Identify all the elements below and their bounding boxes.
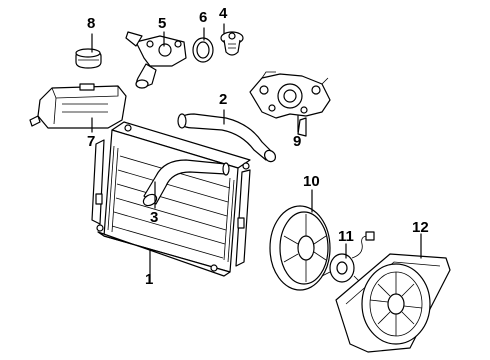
part-1-radiator	[91, 121, 251, 277]
callout-9: 9	[293, 133, 302, 150]
part-12-fan-shroud	[335, 253, 451, 353]
callout-2: 2	[219, 91, 228, 108]
part-9-water-pump	[249, 71, 331, 137]
part-2-upper-hose	[177, 113, 277, 163]
part-8-reservoir-cap	[75, 48, 102, 69]
part-7-coolant-reservoir	[29, 83, 127, 129]
callout-11: 11	[338, 228, 354, 245]
part-5-thermostat-housing	[125, 31, 187, 89]
part-3-lower-hose	[142, 159, 230, 207]
callout-1: 1	[145, 271, 154, 288]
callout-10: 10	[303, 173, 320, 190]
callout-4: 4	[219, 5, 228, 22]
callout-5: 5	[158, 15, 167, 32]
callout-8: 8	[87, 15, 96, 32]
part-10-fan-clutch	[269, 205, 331, 291]
callout-12: 12	[412, 219, 429, 236]
callout-6: 6	[199, 9, 208, 26]
callout-7: 7	[87, 133, 96, 150]
callout-3: 3	[150, 209, 159, 226]
part-6-gasket	[192, 37, 214, 63]
part-4-thermostat	[220, 31, 244, 56]
part-11-fan-motor	[321, 231, 375, 283]
leader-lines	[91, 23, 422, 283]
